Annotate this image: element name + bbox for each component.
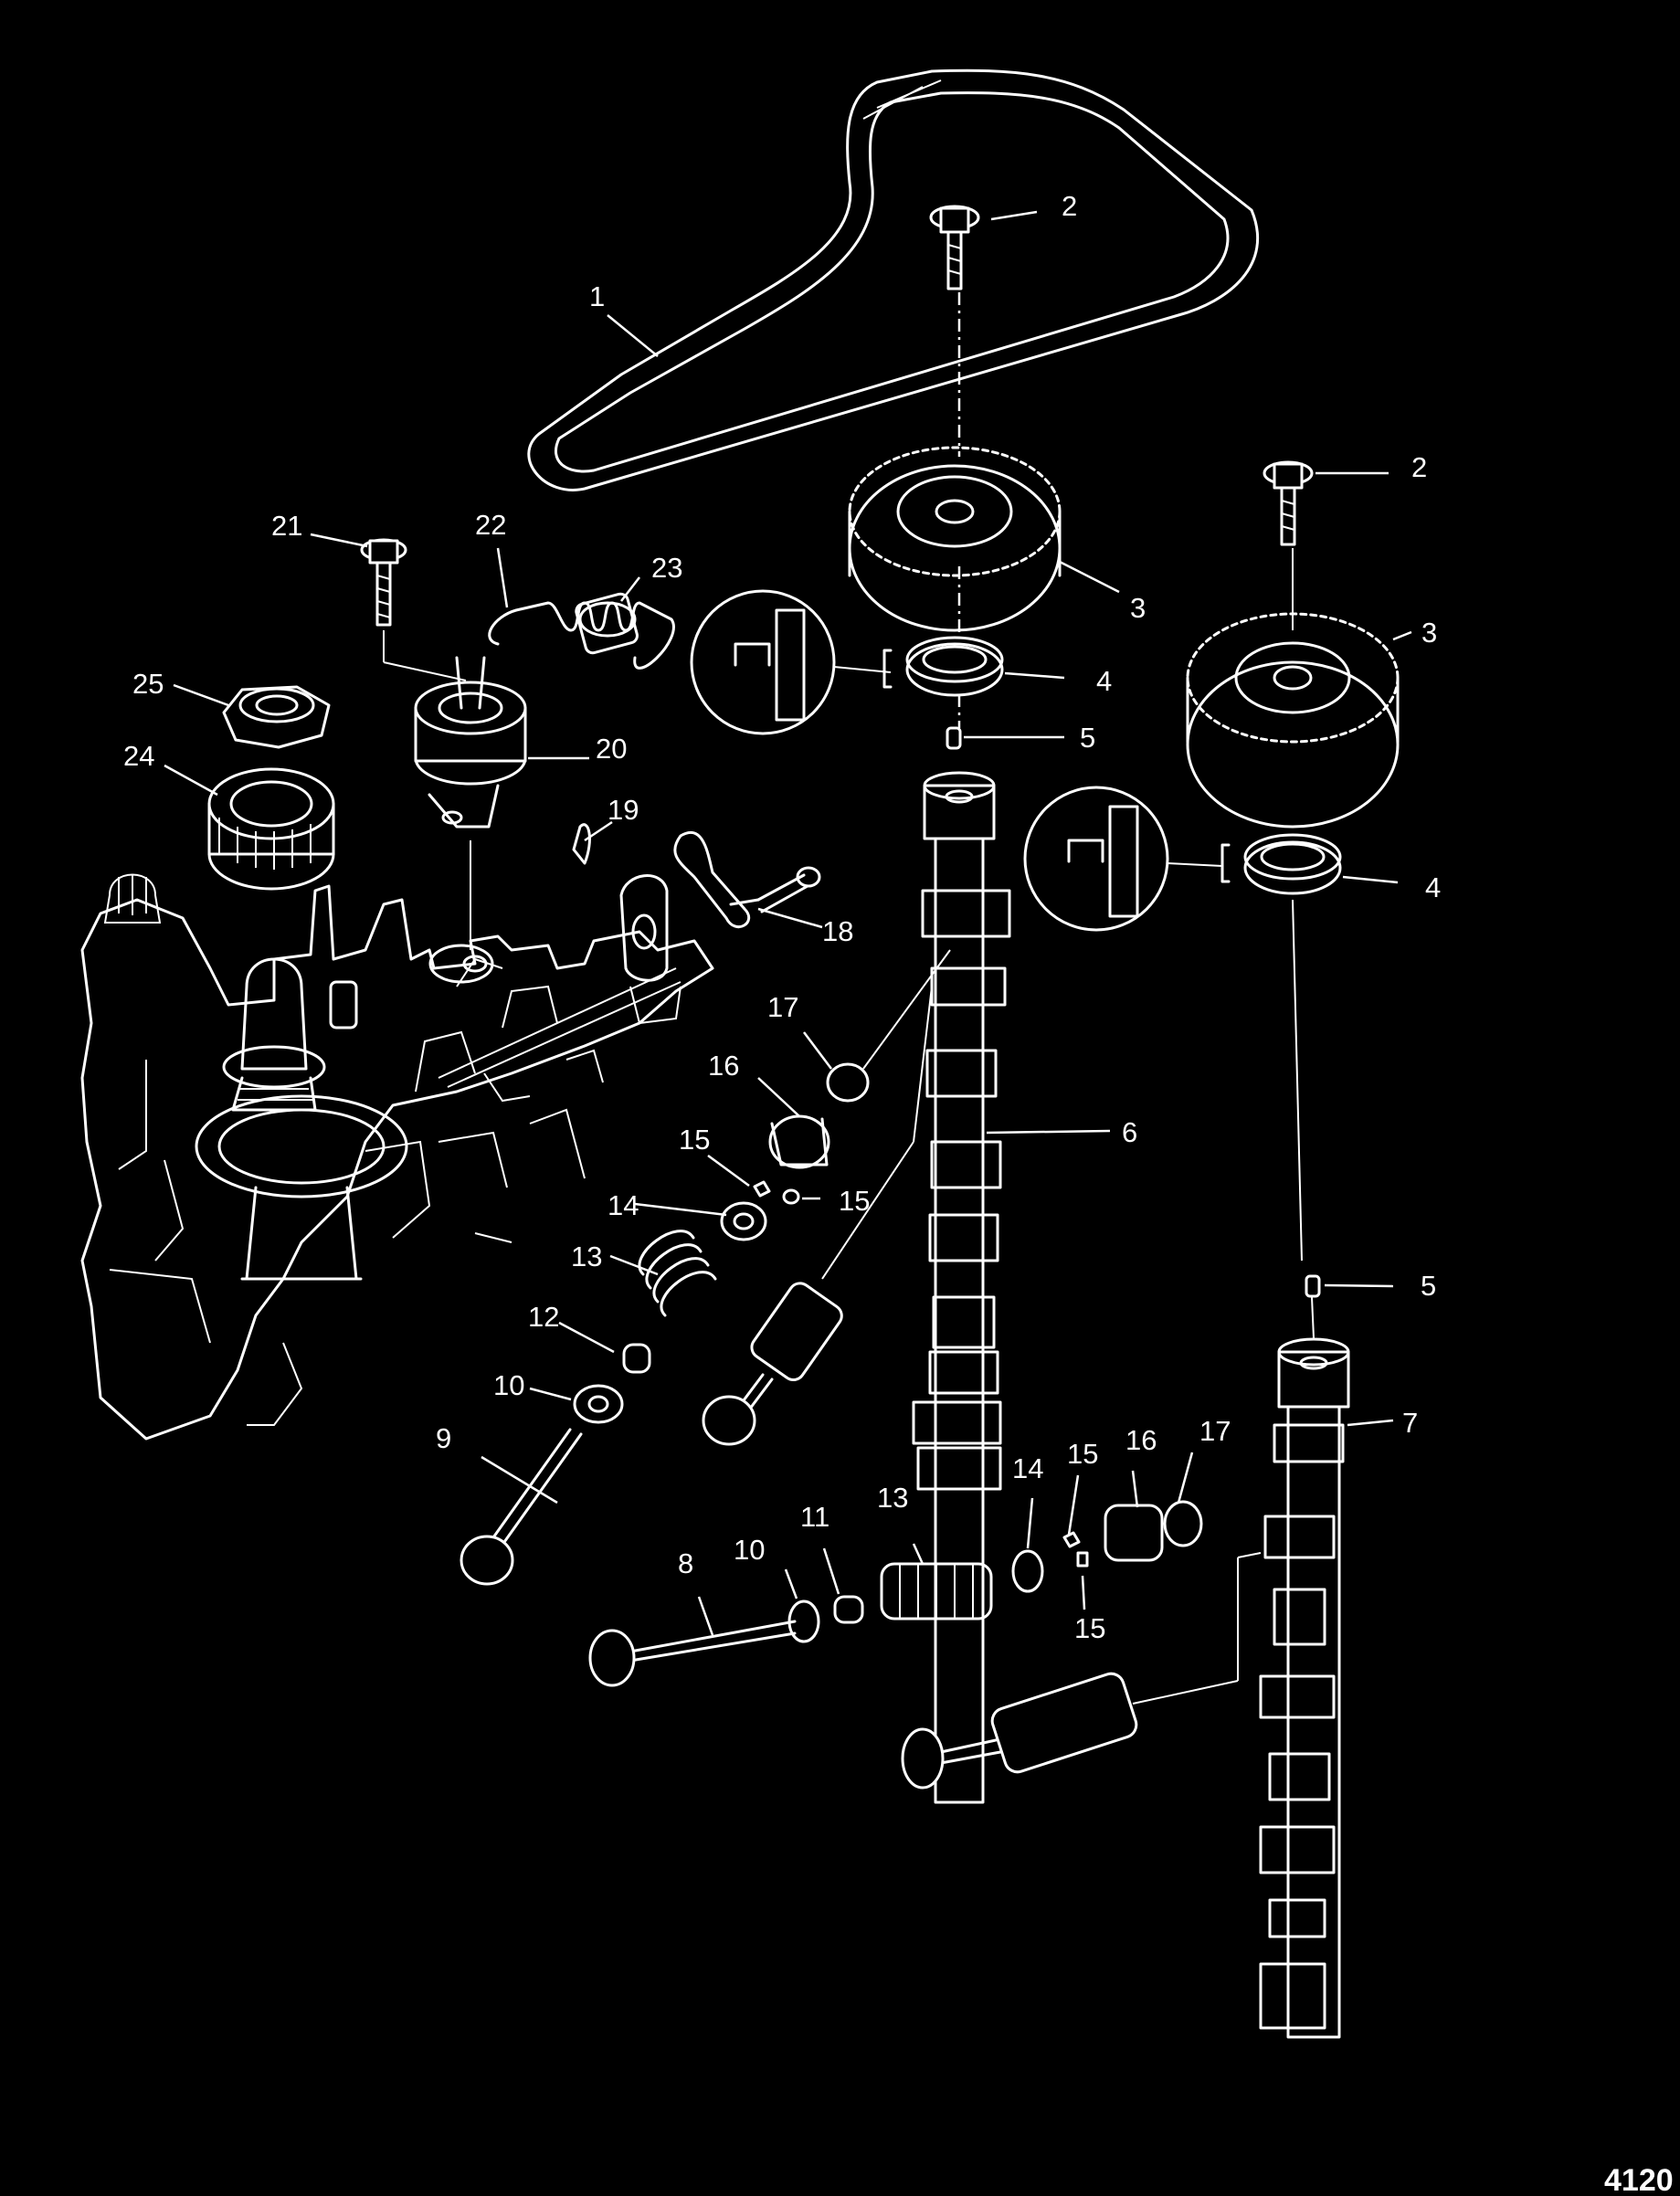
callout-17-lower: 17 [1199, 1415, 1231, 1447]
valve-assembled-lower [901, 1672, 1138, 1790]
sprocket-bolt-right [1263, 460, 1314, 546]
callout-13-upper: 13 [571, 1241, 602, 1272]
callout-2-upper: 2 [1062, 190, 1077, 222]
camshaft-seal-right [1243, 833, 1342, 895]
callout-10-upper: 10 [493, 1369, 524, 1401]
tensioner-pulley [414, 656, 527, 829]
callout-20: 20 [596, 733, 627, 765]
callout-11: 11 [800, 1501, 829, 1533]
callout-7: 7 [1402, 1407, 1418, 1439]
callout-1: 1 [589, 280, 605, 312]
callout-19: 19 [608, 794, 639, 826]
tensioner-lever [673, 830, 821, 929]
guide-plate [572, 823, 591, 865]
spring-retainer-upper [720, 1201, 767, 1241]
callout-22: 22 [475, 509, 506, 541]
lifter-lower [1163, 1500, 1203, 1547]
camshaft-sprocket-right [1186, 612, 1400, 829]
callout-10-lower: 10 [734, 1534, 765, 1566]
valve-assembled-upper [702, 1282, 843, 1446]
crankshaft-nut [222, 685, 331, 749]
callout-2-lower: 2 [1411, 451, 1427, 483]
callout-15-c: 15 [1067, 1438, 1098, 1470]
callout-16-upper: 16 [708, 1050, 739, 1082]
spring-seat-upper [573, 1384, 624, 1424]
tensioner-spring [488, 601, 675, 670]
callout-18: 18 [822, 915, 853, 947]
retainer-keys-lower [1062, 1531, 1089, 1568]
callout-9: 9 [436, 1422, 451, 1454]
figure-number: 4120 [1604, 2163, 1674, 2196]
callout-14-lower: 14 [1012, 1452, 1043, 1484]
valve-seal-lower [833, 1595, 864, 1624]
camshaft-key-right [1305, 1274, 1321, 1298]
lifter-upper [826, 1062, 870, 1103]
seal-detail-left [690, 589, 893, 735]
camshaft-lower [1259, 1337, 1350, 2039]
callout-leaders [164, 210, 1412, 1636]
callout-15-b: 15 [839, 1185, 870, 1217]
tensioner-bolt [360, 538, 407, 627]
camshaft-sprocket-left [848, 446, 1062, 632]
callout-3-upper: 3 [1130, 592, 1146, 624]
callout-4-lower: 4 [1425, 871, 1441, 903]
callout-15-d: 15 [1074, 1612, 1105, 1644]
callout-17-upper: 17 [767, 991, 798, 1023]
camshaft-upper [912, 771, 1011, 1804]
sprocket-bolt-left [929, 205, 980, 290]
valve-spring-upper [638, 1230, 717, 1317]
retainer-keys-upper [753, 1180, 800, 1205]
callout-8: 8 [678, 1547, 693, 1579]
callout-4-upper: 4 [1096, 665, 1112, 697]
seal-detail-right [1023, 786, 1231, 932]
tensioner-bracket [619, 874, 669, 982]
assembly-axis-lines [383, 292, 1315, 1705]
camshaft-seal-left [905, 636, 1004, 697]
callout-12: 12 [528, 1301, 559, 1333]
callout-15-a: 15 [679, 1124, 710, 1156]
callout-6: 6 [1122, 1116, 1137, 1148]
callout-21: 21 [271, 510, 302, 542]
engine-block [80, 873, 714, 1441]
callout-24: 24 [123, 740, 154, 772]
callout-3-lower: 3 [1421, 617, 1437, 649]
callout-16-lower: 16 [1125, 1424, 1157, 1456]
tensioner-bushing [575, 592, 639, 655]
callout-5-lower: 5 [1421, 1270, 1436, 1302]
valve-seal-upper [622, 1343, 651, 1374]
callout-23: 23 [651, 552, 682, 584]
valve-lower [588, 1620, 797, 1687]
callout-14-upper: 14 [608, 1189, 639, 1221]
valve-upper [460, 1428, 583, 1586]
spring-retainer-lower [1011, 1549, 1044, 1593]
callout-13-lower: 13 [877, 1482, 908, 1514]
callout-labels: 1 2 2 3 3 4 4 5 5 6 7 8 9 10 10 11 12 13… [123, 190, 1441, 1644]
valve-spring-lower [880, 1562, 993, 1621]
shim-lower [1104, 1504, 1164, 1562]
callout-5-upper: 5 [1080, 722, 1095, 754]
callout-25: 25 [132, 668, 164, 700]
shim-upper [768, 1114, 830, 1169]
timing-belt [527, 69, 1259, 491]
crankshaft-sprocket [207, 767, 335, 891]
camshaft-key-left [946, 726, 962, 750]
